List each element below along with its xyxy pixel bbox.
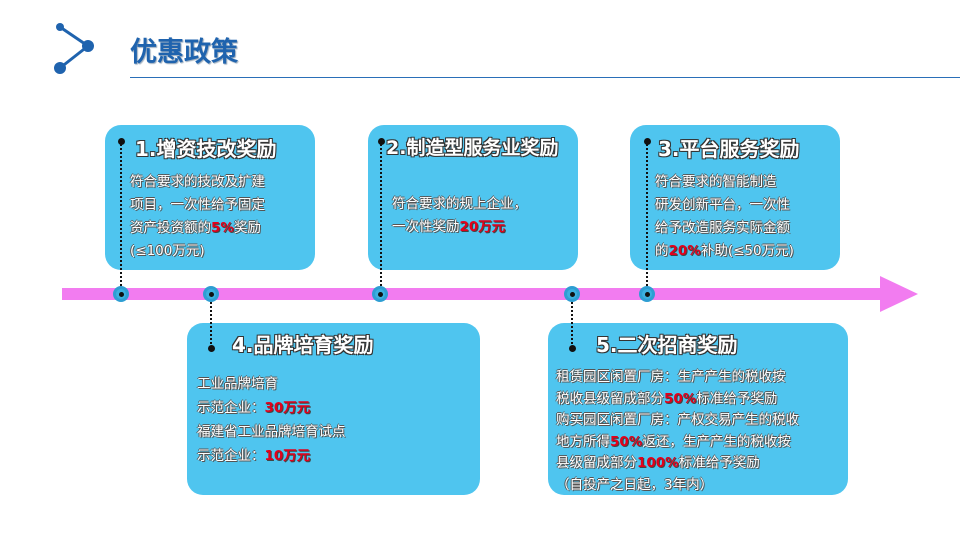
- card-title: 2.制造型服务业奖励: [386, 137, 559, 159]
- title-divider: [130, 77, 960, 78]
- card-line: 给予改造服务实际金额: [655, 217, 794, 240]
- card-3: 3.平台服务奖励 符合要求的智能制造研发创新平台，一次性给予改造服务实际金额的2…: [630, 125, 840, 270]
- timeline-node-5: [564, 286, 580, 302]
- card-title: 5.二次招商奖励: [596, 333, 738, 357]
- highlight-value: 30万元: [264, 400, 311, 416]
- card-text: 租赁园区闲置厂房：生产产生的税收按: [556, 369, 786, 385]
- highlight-value: 50%: [664, 390, 697, 407]
- highlight-value: 100%: [637, 455, 679, 471]
- connector-pin: [208, 345, 215, 352]
- connector-3: [646, 141, 648, 294]
- card-line: 符合要求的技改及扩建: [130, 171, 265, 194]
- card-body: 符合要求的智能制造研发创新平台，一次性给予改造服务实际金额的20%补助(≤50万…: [655, 171, 794, 263]
- connector-pin: [644, 138, 651, 145]
- highlight-value: 10万元: [264, 448, 311, 464]
- connector-4: [210, 294, 212, 348]
- card-text: 给予改造服务实际金额: [655, 220, 790, 236]
- connector-5: [571, 294, 573, 348]
- card-line: 购买园区闲置厂房：产权交易产生的税收: [556, 410, 799, 432]
- card-line: 福建省工业品牌培育试点: [197, 420, 346, 444]
- card-1: 1.增资技改奖励 符合要求的技改及扩建项目，一次性给予固定资产投资额的5%奖励(…: [105, 125, 315, 270]
- card-body: 符合要求的规上企业， 一次性奖励20万元: [392, 193, 527, 239]
- card-text: 符合要求的规上企业，: [392, 196, 527, 212]
- page-title: 优惠政策: [130, 37, 238, 68]
- card-text: 标准给予奖励: [696, 390, 778, 407]
- card-line: 的20%补助(≤50万元): [655, 240, 794, 263]
- card-text: 返还，生产产生的税收按: [642, 433, 791, 450]
- card-line: 符合要求的规上企业，: [392, 193, 527, 216]
- card-text: 符合要求的技改及扩建: [130, 174, 265, 190]
- share-nodes-icon: [54, 23, 94, 74]
- card-text: (≤100万元): [130, 243, 205, 259]
- connector-pin: [378, 138, 385, 145]
- highlight-value: 20万元: [459, 219, 506, 235]
- card-text: 福建省工业品牌培育试点: [197, 424, 346, 440]
- card-text: 示范企业：: [197, 448, 265, 464]
- card-text: 县级留成部分: [556, 455, 637, 471]
- card-text: 一次性奖励: [392, 219, 460, 235]
- card-text: 资产投资额的: [130, 220, 211, 236]
- card-line: 租赁园区闲置厂房：生产产生的税收按: [556, 367, 799, 389]
- card-body: 工业品牌培育示范企业：30万元福建省工业品牌培育试点示范企业：10万元: [197, 372, 346, 468]
- card-text: 标准给予奖励: [678, 455, 760, 471]
- card-text: 补助(≤50万元): [700, 243, 794, 259]
- card-text: 工业品牌培育: [197, 376, 278, 392]
- card-line: 示范企业：10万元: [197, 444, 346, 468]
- card-text: 地方所得: [556, 433, 610, 450]
- connector-pin: [569, 345, 576, 352]
- card-title: 3.平台服务奖励: [658, 137, 800, 161]
- card-line: 一次性奖励20万元: [392, 216, 527, 239]
- card-4: 4.品牌培育奖励 工业品牌培育示范企业：30万元福建省工业品牌培育试点示范企业：…: [187, 323, 480, 495]
- timeline-arrow-shaft: [62, 288, 887, 300]
- card-text: 符合要求的智能制造: [655, 174, 777, 190]
- card-text: 的: [655, 243, 669, 259]
- card-line: 工业品牌培育: [197, 372, 346, 396]
- card-title: 1.增资技改奖励: [135, 137, 277, 161]
- card-line: (≤100万元): [130, 240, 265, 263]
- card-text: 税收县级留成部分: [556, 390, 664, 407]
- card-line: （自投产之日起，3年内）: [556, 475, 799, 497]
- card-line: 税收县级留成部分50%标准给予奖励: [556, 389, 799, 411]
- timeline-node-3: [639, 286, 655, 302]
- timeline-node-1: [113, 286, 129, 302]
- card-text: 奖励: [233, 220, 261, 236]
- connector-1: [120, 141, 122, 294]
- timeline-node-4: [203, 286, 219, 302]
- timeline-arrow-head: [880, 276, 918, 312]
- card-5: 5.二次招商奖励 租赁园区闲置厂房：生产产生的税收按税收县级留成部分50%标准给…: [548, 323, 848, 495]
- card-line: 资产投资额的5%奖励: [130, 217, 265, 240]
- highlight-value: 50%: [610, 433, 643, 450]
- card-text: 示范企业：: [197, 400, 265, 416]
- card-line: 符合要求的智能制造: [655, 171, 794, 194]
- connector-pin: [118, 138, 125, 145]
- timeline-node-2: [372, 286, 388, 302]
- card-body: 符合要求的技改及扩建项目，一次性给予固定资产投资额的5%奖励(≤100万元): [130, 171, 265, 263]
- card-title: 4.品牌培育奖励: [232, 333, 374, 357]
- highlight-value: 5%: [211, 220, 234, 236]
- card-text: 购买园区闲置厂房：产权交易产生的税收: [556, 412, 799, 428]
- card-text: 研发创新平台，一次性: [655, 197, 790, 213]
- card-text: （自投产之日起，3年内）: [556, 476, 714, 493]
- card-line: 县级留成部分100%标准给予奖励: [556, 453, 799, 475]
- card-2: 2.制造型服务业奖励 符合要求的规上企业， 一次性奖励20万元: [368, 125, 578, 270]
- card-body: 租赁园区闲置厂房：生产产生的税收按税收县级留成部分50%标准给予奖励购买园区闲置…: [556, 367, 799, 496]
- card-line: 地方所得50%返还，生产产生的税收按: [556, 432, 799, 454]
- card-line: 研发创新平台，一次性: [655, 194, 794, 217]
- connector-2: [380, 141, 382, 294]
- card-line: 项目，一次性给予固定: [130, 194, 265, 217]
- highlight-value: 20%: [668, 243, 701, 259]
- card-line: 示范企业：30万元: [197, 396, 346, 420]
- card-text: 项目，一次性给予固定: [130, 197, 265, 213]
